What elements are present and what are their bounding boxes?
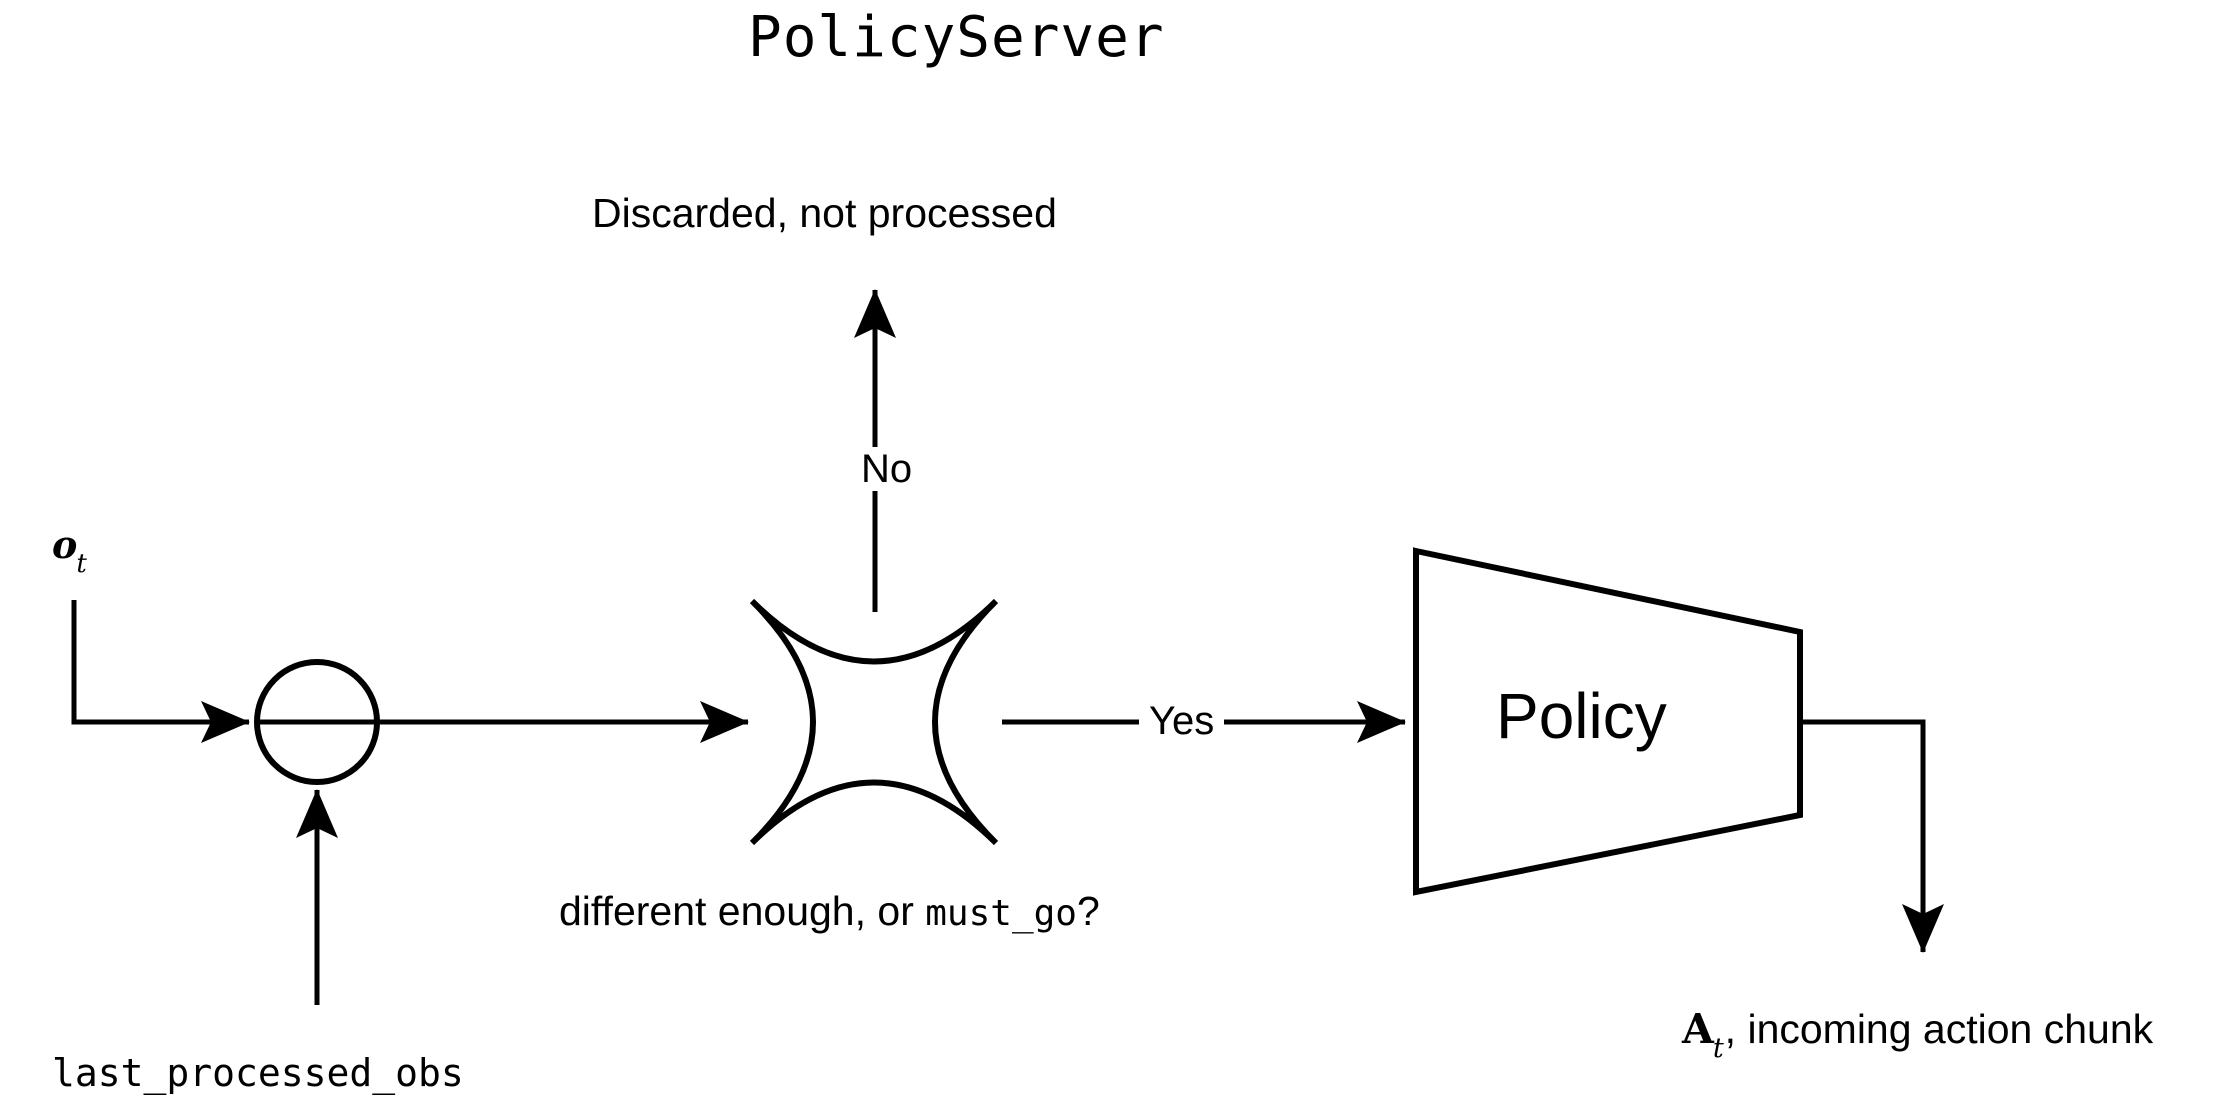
last-processed-obs-label: last_processed_obs (52, 1051, 464, 1095)
policy-trapezoid-shape (1413, 547, 1803, 896)
observation-input-label: ot (52, 526, 88, 577)
edge-label-yes: Yes (1139, 699, 1225, 743)
observation-symbol: o (52, 522, 78, 567)
page-title: PolicyServer (748, 5, 1165, 70)
discarded-label: Discarded, not processed (592, 190, 1057, 236)
policy-node-label: Policy (1496, 680, 1667, 752)
edge-obs-to-junction (71, 600, 251, 743)
decision-star-shape (749, 598, 999, 846)
edge-label-no: No (855, 447, 921, 491)
action-chunk-symbol: A (1682, 1005, 1714, 1053)
action-chunk-label: At, incoming action chunk (1682, 1006, 2154, 1063)
decision-question-label: different enough, or must_go? (559, 891, 1100, 932)
action-chunk-description: , incoming action chunk (1724, 1006, 2154, 1052)
observation-subscript: t (76, 548, 87, 579)
edge-policy-to-action-chunk (1800, 719, 1944, 954)
action-chunk-subscript: t (1712, 1033, 1724, 1065)
decision-question-prefix: different enough, or (559, 888, 926, 934)
decision-question-code: must_go (925, 893, 1077, 934)
decision-question-suffix: ? (1076, 888, 1100, 934)
